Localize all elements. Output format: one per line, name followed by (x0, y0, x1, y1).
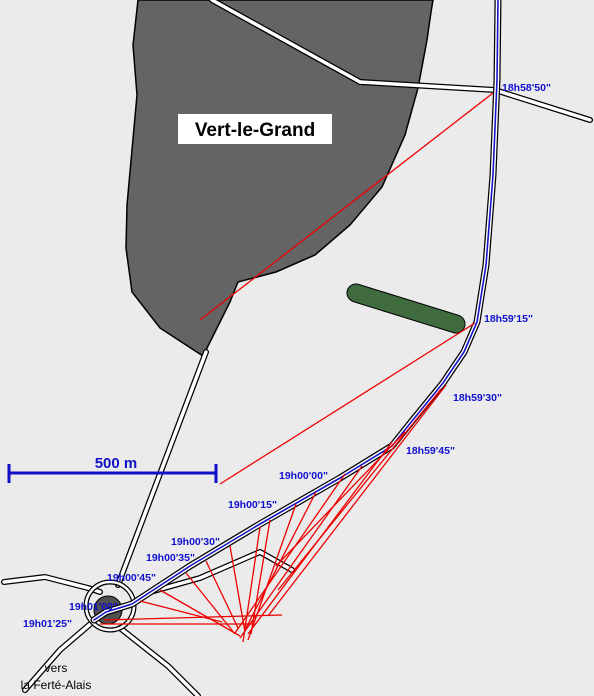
town-label-box (178, 114, 332, 144)
sight-line (234, 473, 346, 634)
sight-line (229, 545, 246, 633)
timestamp-label: 19h01'00" (69, 601, 118, 613)
town-label: Vert-le-Grand (195, 120, 315, 141)
timestamp-label: 19h00'15" (228, 499, 277, 511)
timestamp-label: 18h59'15" (484, 313, 533, 325)
town-area (125, 0, 434, 358)
sight-line (103, 614, 283, 621)
sight-lines (100, 92, 494, 643)
observed-object (347, 284, 465, 333)
destination-label-line1: vers (45, 661, 68, 675)
sight-line (277, 388, 442, 591)
timestamp-label: 18h58'50" (502, 82, 551, 94)
timestamp-label: 19h01'25" (23, 618, 72, 630)
sight-line (159, 589, 241, 637)
sight-line (139, 600, 223, 623)
sight-line (247, 503, 297, 641)
sight-line (250, 519, 271, 635)
sight-line (247, 441, 393, 635)
sight-line (199, 92, 494, 321)
timestamp-label: 18h59'30" (453, 392, 502, 404)
destination-label-line2: la Ferté-Alais (21, 678, 92, 692)
scale-label: 500 m (95, 455, 138, 472)
sight-line (245, 491, 317, 629)
timestamp-label: 19h00'35" (146, 552, 195, 564)
sight-line (239, 465, 363, 639)
flight-track-road (90, 0, 502, 624)
timestamp-label: 19h00'30" (171, 536, 220, 548)
sight-line (242, 526, 261, 643)
timestamp-label: 18h59'45" (406, 445, 455, 457)
timestamp-label: 19h00'45" (107, 572, 156, 584)
scale-bar (7, 464, 218, 483)
timestamp-label: 19h00'00" (279, 470, 328, 482)
sight-line (267, 384, 447, 617)
sight-line (219, 322, 476, 485)
